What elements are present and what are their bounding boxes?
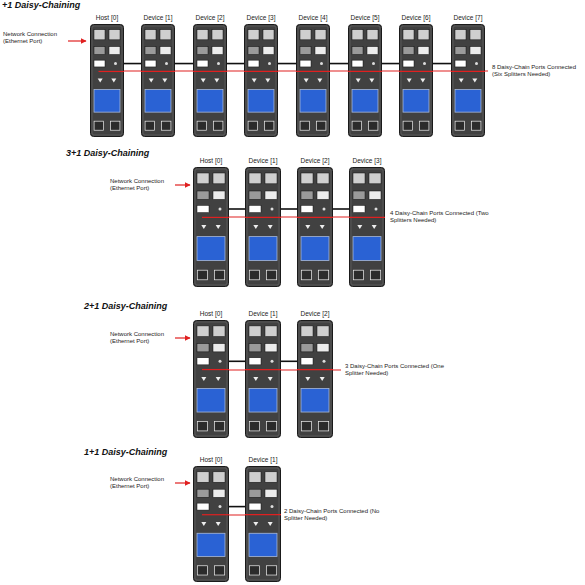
pdu-drawing [451, 24, 485, 137]
pdu-drawing [245, 167, 281, 287]
pdu-drawing [141, 24, 175, 137]
network-arrow [175, 184, 190, 185]
pdu-unit: Device [4] [296, 13, 330, 137]
section-title: 2+1 Daisy-Chaining [84, 301, 167, 311]
daisy-chain-cable [278, 63, 296, 65]
pdu-unit: Device [1] [245, 309, 281, 438]
unit-label: Device [4] [286, 13, 340, 24]
pdu-unit: Device [1] [245, 455, 281, 582]
network-label: Network Connection (Ethernet Port) [110, 331, 172, 345]
pdu-body [296, 24, 330, 137]
pdu-unit: Device [3] [244, 13, 278, 137]
section-title: 3+1 Daisy-Chaining [66, 148, 149, 158]
pdu-body [193, 24, 227, 137]
pdu-body [399, 24, 433, 137]
pdu-body [141, 24, 175, 137]
network-label: Network Connection (Ethernet Port) [110, 178, 172, 192]
pdu-drawing [193, 320, 229, 438]
callout-note: 2 Daisy-Chain Ports Connected (No Splitt… [284, 508, 396, 522]
pdu-drawing [244, 24, 278, 137]
pdu-body [90, 24, 124, 137]
pdu-unit: Host [0] [193, 156, 229, 287]
pdu-body [451, 24, 485, 137]
unit-label: Device [6] [389, 13, 443, 24]
pdu-body [245, 320, 281, 438]
pdu-drawing [348, 24, 382, 137]
pdu-drawing [399, 24, 433, 137]
pdu-drawing [297, 320, 333, 438]
unit-label: Device [5] [338, 13, 392, 24]
pdu-unit: Device [7] [451, 13, 485, 137]
pdu-drawing [297, 167, 333, 287]
callout-note: 4 Daisy-Chain Ports Connected (Two Split… [390, 210, 502, 224]
pdu-unit: Device [5] [348, 13, 382, 137]
unit-label: Device [2] [183, 13, 237, 24]
daisy-chain-cable [433, 63, 451, 65]
pdu-body [348, 24, 382, 137]
pdu-body [297, 167, 333, 287]
pdu-body [193, 466, 229, 582]
pdu-unit: Device [2] [297, 309, 333, 438]
unit-label: Device [2] [287, 156, 343, 167]
pdu-body [245, 466, 281, 582]
network-label: Network Connection (Ethernet Port) [3, 31, 65, 45]
pdu-drawing [193, 24, 227, 137]
daisy-chain-cable [175, 63, 193, 65]
pdu-drawing [245, 320, 281, 438]
unit-label: Device [1] [235, 156, 291, 167]
daisy-chain-cable [229, 360, 245, 362]
pdu-unit: Host [0] [193, 309, 229, 438]
unit-label: Host [0] [183, 156, 239, 167]
unit-label: Device [2] [287, 309, 343, 320]
daisy-chain-cable [333, 208, 349, 210]
pdu-body [193, 320, 229, 438]
unit-label: Host [0] [80, 13, 134, 24]
pdu-unit: Device [6] [399, 13, 433, 137]
daisy-chain-cable [124, 63, 141, 65]
pdu-body [193, 167, 229, 287]
unit-label: Host [0] [183, 455, 239, 466]
unit-label: Device [3] [234, 13, 288, 24]
pdu-body [245, 167, 281, 287]
unit-label: Host [0] [183, 309, 239, 320]
unit-label: Device [1] [235, 309, 291, 320]
pdu-unit: Device [3] [349, 156, 385, 287]
pdu-unit: Host [0] [193, 455, 229, 582]
unit-label: Device [7] [441, 13, 495, 24]
pdu-unit: Device [1] [141, 13, 175, 137]
pdu-unit: Device [2] [297, 156, 333, 287]
unit-label: Device [3] [339, 156, 395, 167]
unit-label: Device [1] [131, 13, 185, 24]
daisy-chain-cable [330, 63, 348, 65]
daisy-chain-cable [281, 360, 297, 362]
daisy-chain-cable [229, 506, 245, 508]
pdu-unit: Host [0] [90, 13, 124, 137]
pdu-drawing [90, 24, 124, 137]
pdu-drawing [349, 167, 385, 287]
pdu-drawing [193, 466, 229, 582]
daisy-chain-cable [227, 63, 244, 65]
pdu-unit: Device [1] [245, 156, 281, 287]
daisy-chain-cable [229, 208, 245, 210]
pdu-body [297, 320, 333, 438]
pdu-drawing [296, 24, 330, 137]
network-arrow [175, 482, 190, 483]
network-arrow [175, 337, 190, 338]
section-title: 1+1 Daisy-Chaining [84, 447, 167, 457]
pdu-drawing [193, 167, 229, 287]
pdu-body [244, 24, 278, 137]
pdu-drawing [245, 466, 281, 582]
daisy-chain-cable [382, 63, 399, 65]
pdu-unit: Device [2] [193, 13, 227, 137]
pdu-body [349, 167, 385, 287]
network-label: Network Connection (Ethernet Port) [110, 476, 172, 490]
section-title: +1 Daisy-Chaining [2, 0, 80, 10]
daisy-chain-cable [281, 208, 297, 210]
network-arrow [68, 40, 86, 41]
callout-note: 3 Daisy-Chain Ports Connected (One Split… [345, 363, 457, 377]
callout-note: 8 Daisy-Chain Ports Connected (Six Split… [492, 64, 580, 78]
unit-label: Device [1] [235, 455, 291, 466]
